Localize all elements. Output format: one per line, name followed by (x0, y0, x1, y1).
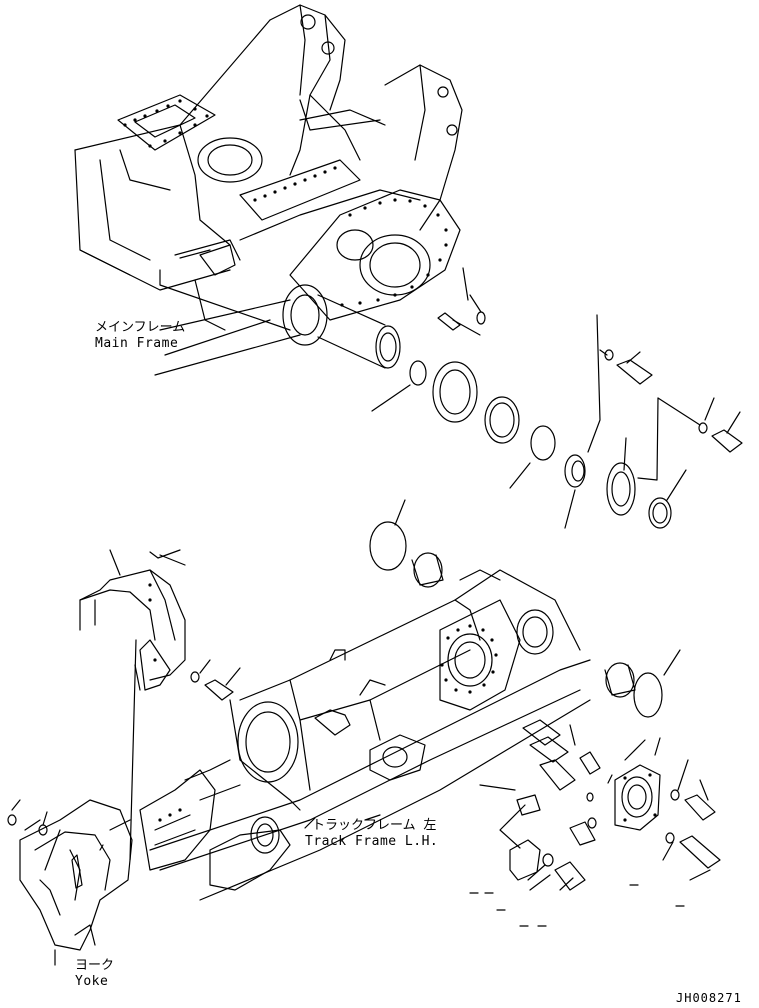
drawing-code: JH008271 (676, 991, 742, 1005)
main-frame-label-jp: メインフレーム (95, 320, 186, 335)
lower-right-parts (479, 719, 721, 891)
cover-plate-drawing (79, 549, 241, 701)
leader-line-cover (129, 639, 137, 861)
dash-marks (469, 884, 685, 927)
yoke-label-en: Yoke (75, 974, 109, 989)
yoke-label-jp: ヨーク (75, 958, 115, 973)
pivot-parts-middle (369, 499, 681, 718)
yoke-drawing (7, 799, 133, 966)
main-frame-drawing (74, 4, 463, 376)
leader-line-track-frame (304, 817, 316, 829)
track-frame-drawing (139, 569, 591, 901)
pivot-parts-upper (371, 267, 743, 529)
leader-line-cover-bolt (159, 554, 186, 566)
track-frame-label-en: Track Frame L.H. (305, 834, 439, 849)
track-frame-label-jp: トラックフレーム 左 (312, 818, 437, 833)
main-frame-label-en: Main Frame (95, 336, 179, 351)
